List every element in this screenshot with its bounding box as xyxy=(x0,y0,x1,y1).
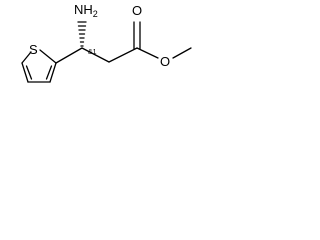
amine-label: NH2 xyxy=(74,2,98,19)
ester-oxygen-label: O xyxy=(160,54,170,69)
bond-carbonyl-ester-o xyxy=(136,47,159,59)
bond-s-c2 xyxy=(39,49,57,64)
chemical-structure: S NH2 &1 O O xyxy=(21,2,192,83)
bond-ring-chiral xyxy=(55,47,83,64)
bond-c4-c5-inner xyxy=(25,65,33,80)
carbonyl-oxygen-label: O xyxy=(132,3,142,18)
bond-c2-c3-inner xyxy=(45,65,53,80)
sulfur-label: S xyxy=(29,42,38,57)
side-chain xyxy=(55,21,192,64)
amine-subscript: 2 xyxy=(93,9,98,19)
amine-nh-text: NH xyxy=(74,2,93,17)
structure-canvas: S NH2 &1 O O xyxy=(0,0,246,111)
bond-ch2-carbonyl xyxy=(108,47,138,63)
bond-ester-o-methyl xyxy=(172,47,192,59)
stereo-label: &1 xyxy=(88,49,97,56)
thiophene-ring xyxy=(21,49,57,83)
bond-c2-c3 xyxy=(49,62,57,83)
bond-chiral-ch2 xyxy=(81,47,110,63)
hashed-wedge-bond xyxy=(77,21,87,47)
bond-c4-c5 xyxy=(21,62,29,83)
bond-c5-s xyxy=(21,51,32,64)
